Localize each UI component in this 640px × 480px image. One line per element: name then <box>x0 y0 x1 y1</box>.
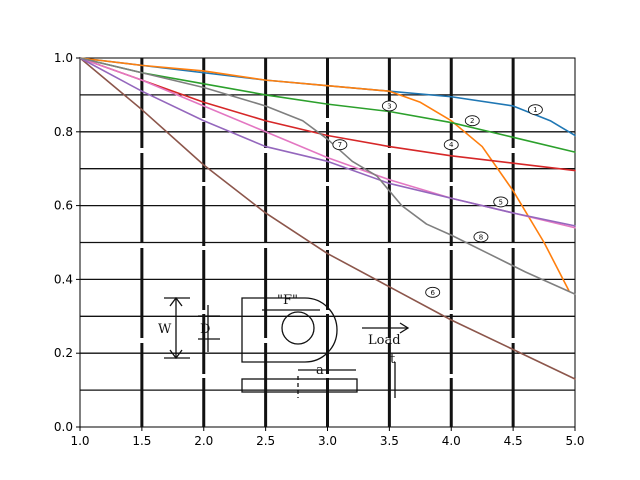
x-tick-label: 5.0 <box>565 434 584 448</box>
curve-marker-3 <box>381 100 397 112</box>
y-tick-label: 0.4 <box>54 272 73 286</box>
curve-marker-2 <box>464 115 480 127</box>
curve-marker-1 <box>527 104 543 116</box>
series-line-4 <box>79 57 576 172</box>
y-tick-label: 0.8 <box>54 125 73 139</box>
inset-label-load: Load <box>368 333 401 348</box>
scan-grid <box>80 58 575 427</box>
series-line-3 <box>79 57 576 153</box>
series-line-7 <box>79 57 576 227</box>
curve-marker-7 <box>332 139 348 151</box>
curve-marker-label-8: 8 <box>479 233 483 241</box>
inset-label-d: D <box>200 322 210 337</box>
x-tick-label: 2.5 <box>256 434 275 448</box>
inset-diagram: W D "F" Load a t <box>158 293 410 398</box>
x-tick-label: 1.0 <box>70 434 89 448</box>
curve-marker-label-1: 1 <box>533 106 537 114</box>
axes: 1.0 1.5 2.0 2.5 3.0 3.5 4.0 4.5 5.0 0.0 0.2 0.4 0.6 0… <box>54 51 585 448</box>
plot-area: W D "F" Load a t 1 2 3 4 5 6 7 8 <box>79 57 576 428</box>
curve-marker-8 <box>473 231 489 243</box>
curve-marker-label-3: 3 <box>387 102 391 110</box>
x-tick-label: 2.0 <box>194 434 213 448</box>
series-line-8 <box>79 57 576 295</box>
inset-label-f: "F" <box>277 293 298 308</box>
curve-marker-6 <box>425 286 441 298</box>
y-tick-label: 0.2 <box>54 346 73 360</box>
x-tick-label: 3.5 <box>380 434 399 448</box>
curve-marker-label-7: 7 <box>338 141 342 149</box>
curve-marker-label-5: 5 <box>499 198 503 206</box>
curve-marker-label-2: 2 <box>470 117 474 125</box>
y-tick-label: 0.6 <box>54 199 73 213</box>
inset-label-w: W <box>158 322 172 337</box>
curve-markers: 1 2 3 4 5 6 7 8 <box>332 100 543 298</box>
inset-label-a: a <box>316 363 324 378</box>
curve-marker-label-6: 6 <box>430 289 435 297</box>
x-tick-label: 1.5 <box>132 434 151 448</box>
inset-label-t: t <box>390 352 396 367</box>
curve-marker-5 <box>493 196 509 208</box>
series-line-2 <box>79 57 570 292</box>
y-tick-label: 0.0 <box>54 420 73 434</box>
x-tick-label: 4.0 <box>442 434 461 448</box>
x-tick-label: 3.0 <box>318 434 337 448</box>
y-tick-label: 1.0 <box>54 51 73 65</box>
x-tick-label: 4.5 <box>504 434 523 448</box>
series-line-6 <box>79 57 576 380</box>
curve-marker-label-4: 4 <box>449 141 454 149</box>
curve-marker-4 <box>443 139 459 151</box>
